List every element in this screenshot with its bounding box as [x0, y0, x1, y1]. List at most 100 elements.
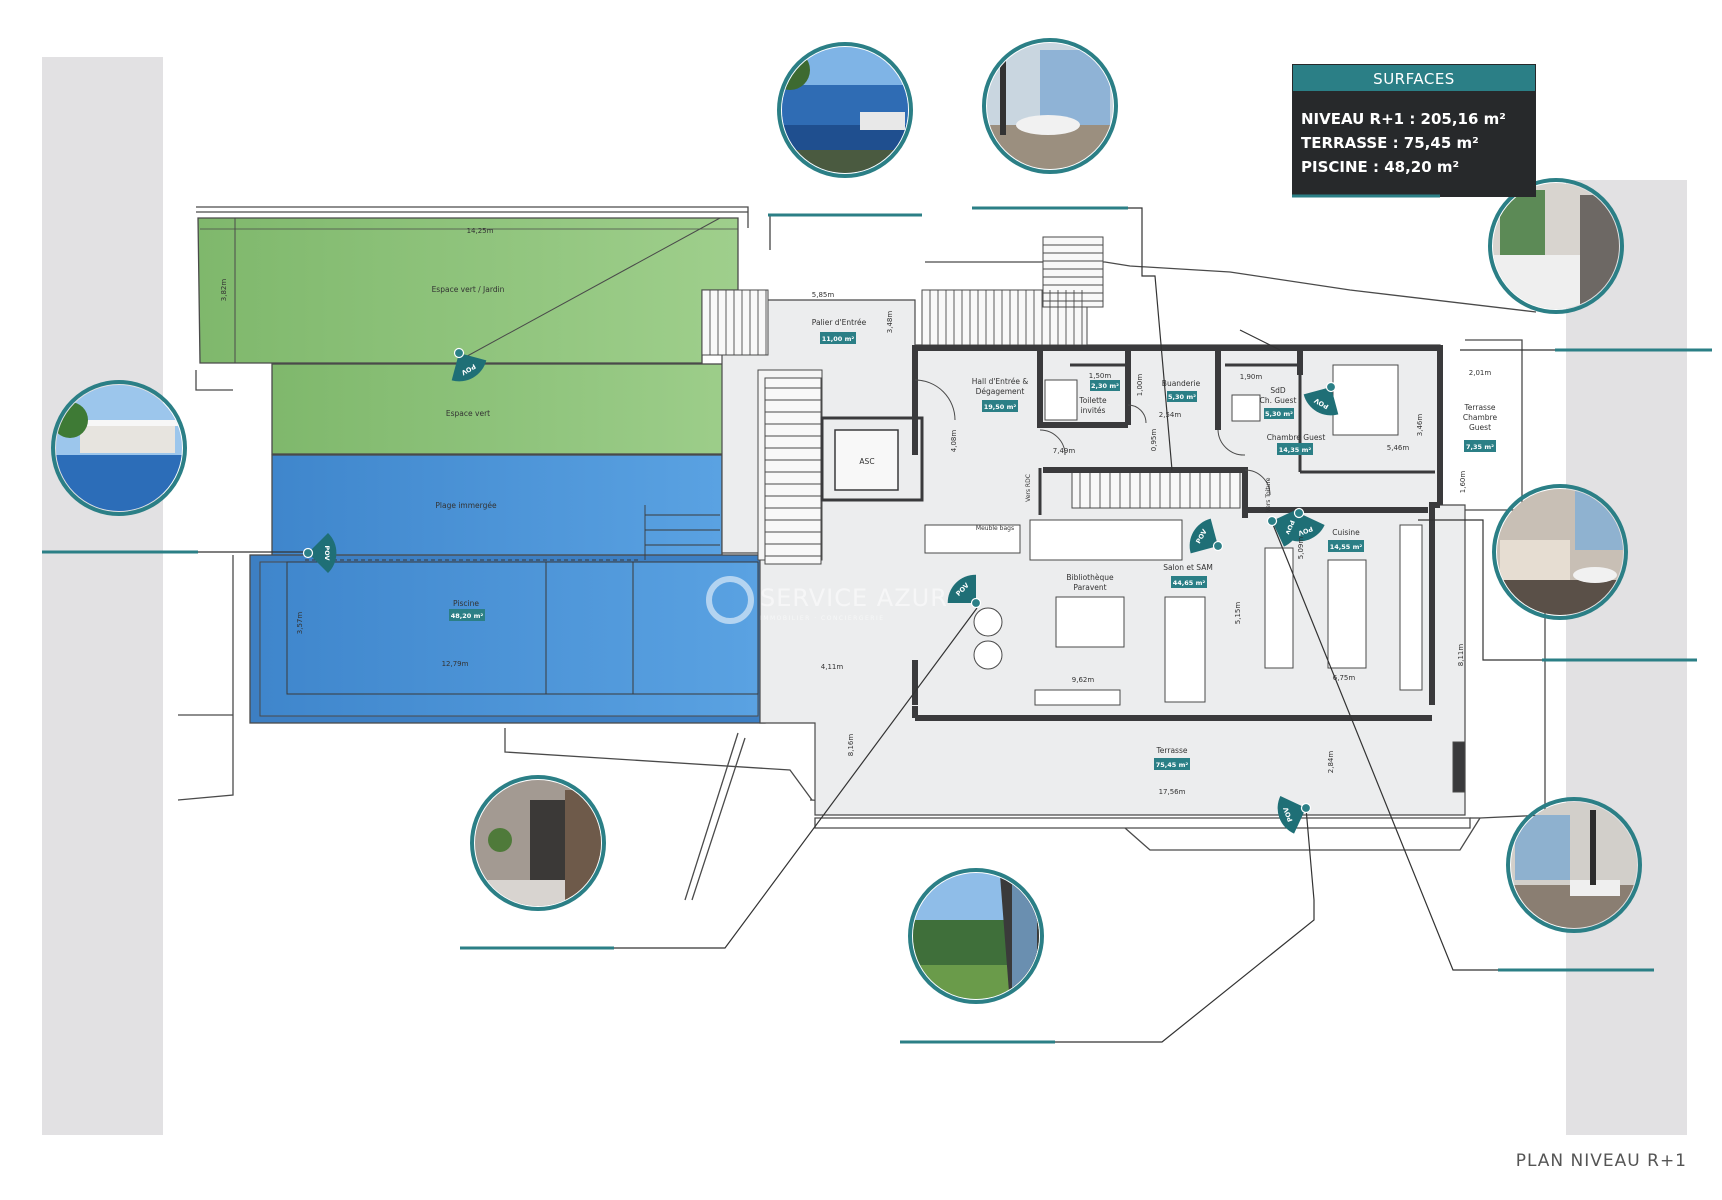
- surfaces-box: SURFACES NIVEAU R+1 : 205,16 m² TERRASSE…: [1292, 64, 1536, 198]
- dim-22: 4,11m: [821, 663, 844, 671]
- dim-25: 8,16m: [847, 734, 855, 757]
- surfaces-line-2: TERRASSE : 75,45 m²: [1301, 134, 1479, 152]
- dim-16: 1,60m: [1459, 471, 1467, 494]
- photo-2: [982, 38, 1118, 174]
- label-espace-vert: Espace vert: [446, 409, 490, 418]
- dim-1: 14,25m: [467, 227, 494, 235]
- dim-19: 6,75m: [1333, 674, 1356, 682]
- badge-palier: 11,00 m²: [822, 335, 855, 343]
- stairs: [701, 236, 1241, 565]
- surfaces-line-1: NIVEAU R+1 : 205,16 m²: [1301, 110, 1506, 128]
- elevator: [834, 429, 899, 491]
- pov-marker: POV: [947, 574, 982, 609]
- pov-marker: POV: [1287, 507, 1325, 542]
- badge-terrasse: 75,45 m²: [1156, 761, 1189, 769]
- pov-marker: POV: [302, 533, 337, 573]
- dim-11: 0,95m: [1150, 429, 1158, 452]
- photo-8: [908, 868, 1044, 1004]
- dim-8: 1,00m: [1136, 374, 1144, 397]
- pov-wedge: [1189, 518, 1218, 554]
- badge-piscine: 48,20 m²: [451, 612, 484, 620]
- pov-dot: [1266, 515, 1278, 527]
- dim-3: 5,85m: [812, 291, 835, 299]
- dim-15: 2,01m: [1469, 369, 1492, 377]
- dim-18: 5,15m: [1234, 602, 1242, 625]
- pov-dot: [1212, 540, 1224, 552]
- pov-wedge: [1287, 513, 1325, 542]
- label-chambre-guest: Chambre Guest: [1267, 433, 1326, 442]
- left-band: [42, 57, 163, 1135]
- pov-dot: [1293, 507, 1305, 519]
- dim-6: 7,49m: [1053, 447, 1076, 455]
- footer-label: PLAN NIVEAU R+1: [1516, 1151, 1687, 1171]
- label-terrasse-ch-2: Chambre: [1463, 413, 1498, 422]
- dim-14: 5,46m: [1387, 444, 1410, 452]
- photo-6: [470, 775, 606, 911]
- caption-bars: [42, 206, 1712, 1044]
- label-terrasse-ch-1: Terrasse: [1464, 403, 1496, 412]
- room-labels: Espace vert / Jardin Espace vert Plage i…: [432, 285, 1498, 755]
- area-badges: 48,20 m² 11,00 m² 19,50 m² 2,30 m² 5,30 …: [449, 332, 1496, 770]
- pov-marker: POV: [1277, 796, 1312, 834]
- pov-dot: [970, 597, 982, 609]
- pov-wedge: [308, 533, 337, 573]
- pov-marker: POV: [1189, 518, 1224, 554]
- badge-sdd: 5,30 m²: [1265, 410, 1293, 418]
- dim-20: 8,11m: [1457, 644, 1465, 667]
- dim-2: 3,82m: [220, 279, 228, 302]
- pov-wedge: [947, 574, 976, 603]
- badge-terrasse-ch: 7,35 m²: [1466, 443, 1494, 451]
- pov-wedge: [1277, 796, 1306, 834]
- dim-5: 4,08m: [950, 430, 958, 453]
- photo-7: [1506, 797, 1642, 933]
- pool-zone: [249, 454, 766, 724]
- label-salon: Salon et SAM: [1163, 563, 1213, 572]
- label-toilette-1: Toilette: [1078, 396, 1107, 405]
- dim-4: 3,48m: [886, 311, 894, 334]
- dim-24: 3,57m: [296, 612, 304, 635]
- pov-marker: POV: [451, 347, 487, 382]
- photo-5: [1492, 484, 1628, 620]
- pov-label: POV: [323, 545, 331, 560]
- watermark-name: SERVICE AZUR: [760, 584, 948, 612]
- label-piscine: Piscine: [453, 599, 479, 608]
- pov-marker: POV: [1303, 381, 1339, 416]
- dim-17: 5,09m: [1297, 537, 1305, 560]
- label-ch-guest-small: Ch. Guest: [1260, 396, 1297, 405]
- label-plage: Plage immergée: [435, 501, 497, 510]
- stair-treads: [709, 244, 1231, 557]
- label-toilette-2: invités: [1081, 406, 1106, 415]
- dim-vers2: Vers Toiture: [1265, 477, 1272, 512]
- site-outline: [177, 206, 1546, 901]
- pov-dot: [453, 347, 465, 359]
- doors: [914, 379, 1271, 496]
- photo-3: [1488, 178, 1624, 314]
- photo-1: [777, 42, 913, 178]
- dim-9: 2,54m: [1159, 411, 1182, 419]
- dim-21: 9,62m: [1072, 676, 1095, 684]
- label-hall-2: Dégagement: [976, 387, 1025, 396]
- label-cuisine: Cuisine: [1332, 528, 1360, 537]
- furniture: [924, 364, 1466, 793]
- badge-salon: 44,65 m²: [1173, 579, 1206, 587]
- dimension-labels: 14,25m 3,82m 5,85m 3,48m 4,08m 7,49m 1,5…: [220, 227, 1491, 796]
- label-buanderie: Buanderie: [1162, 379, 1201, 388]
- badge-chambre: 14,35 m²: [1279, 446, 1312, 454]
- dim-vers: Vers RDC: [1025, 474, 1032, 502]
- watermark-tagline: IMMOBILIER · CONCIERGERIE: [760, 615, 885, 622]
- watermark: SERVICE AZUR IMMOBILIER · CONCIERGERIE: [706, 576, 948, 624]
- label-palier: Palier d'Entrée: [812, 318, 867, 327]
- dim-26: 2,84m: [1327, 751, 1335, 774]
- surfaces-title: SURFACES: [1373, 70, 1455, 88]
- label-meuble: Meuble bags: [976, 525, 1014, 532]
- label-asc: ASC: [859, 457, 874, 466]
- garden-zone: [197, 217, 761, 455]
- pov-dot: [1300, 802, 1312, 814]
- badge-cuisine: 14,55 m²: [1330, 543, 1363, 551]
- label-jardin: Espace vert / Jardin: [432, 285, 505, 294]
- dim-7: 1,50m: [1089, 372, 1112, 380]
- label-hall-1: Hall d'Entrée &: [972, 377, 1029, 386]
- pov-wedge: [451, 353, 487, 382]
